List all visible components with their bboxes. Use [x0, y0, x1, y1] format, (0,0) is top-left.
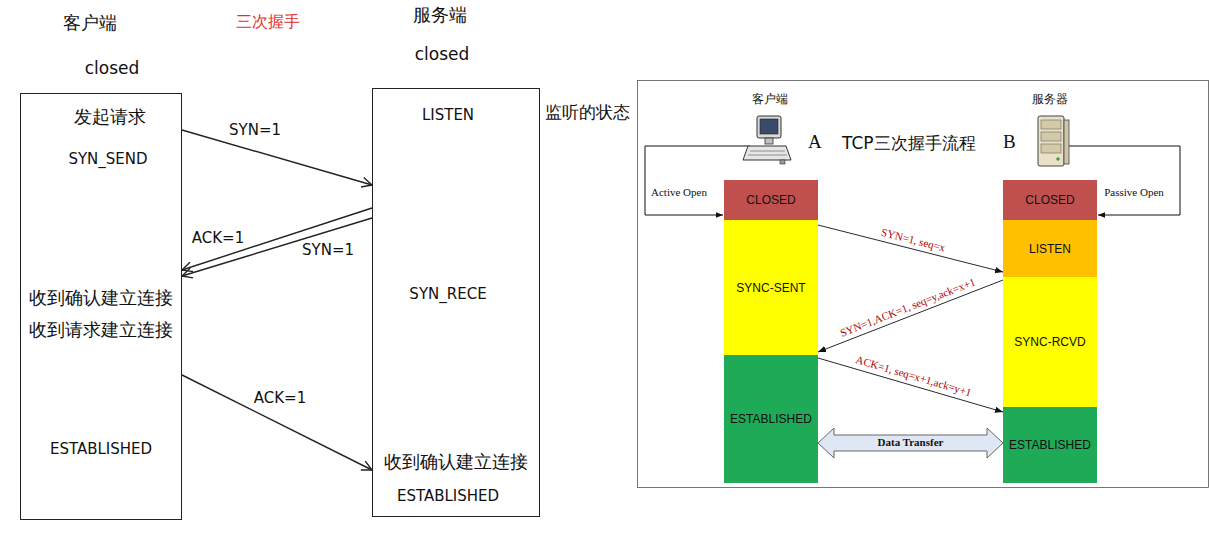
message-arrow: [818, 225, 1003, 272]
client-timeline: 客户端closed发起请求SYN_SEND收到确认建立连接收到请求建立连接EST…: [20, 93, 182, 520]
edge-label: SYN=1,ACK=1, seq=y,ack=x+1: [837, 275, 978, 340]
edge-label: SYN=1: [300, 241, 356, 259]
text-label: 服务器: [1032, 92, 1068, 106]
message-arrow: [818, 280, 1003, 352]
server-timeline: 服务端closedLISTENSYN_RECE收到确认建立连接ESTABLISH…: [372, 88, 540, 517]
state-band: ESTABLISHED: [724, 355, 818, 483]
state-text: 收到确认建立连接: [29, 287, 173, 310]
state-band: SYNC-SENT: [724, 220, 818, 355]
state-band: LISTEN: [1003, 220, 1097, 277]
diagram-frame: [638, 81, 1209, 488]
text-label: Active Open: [651, 186, 707, 199]
double-arrow: [818, 428, 1003, 458]
state-text: closed: [85, 58, 140, 79]
state-text: 收到请求建立连接: [29, 319, 173, 342]
text-label: B: [1003, 131, 1016, 154]
state-name: SYNC-RCVD: [1014, 335, 1085, 349]
edge-label: ACK=1: [190, 229, 246, 247]
state-text: closed: [415, 44, 470, 65]
state-name: ESTABLISHED: [730, 412, 812, 426]
state-band: ESTABLISHED: [1003, 407, 1097, 483]
state-text: 收到确认建立连接: [384, 451, 528, 474]
edge-label: SYN=1: [227, 121, 283, 139]
state-band: CLOSED: [724, 180, 818, 220]
edge-label: SYN=1, seq=x: [878, 225, 947, 254]
edge-label: ACK=1, seq=x+1,ack=y+1: [853, 353, 974, 400]
text-label: 客户端: [752, 92, 788, 106]
message-arrow: [182, 218, 372, 276]
state-band: SYNC-RCVD: [1003, 277, 1097, 407]
state-name: ESTABLISHED: [1009, 438, 1091, 452]
state-text: 客户端: [63, 12, 117, 35]
message-arrow: [818, 358, 1003, 412]
state-name: CLOSED: [746, 193, 795, 207]
state-name: CLOSED: [1025, 193, 1074, 207]
text-label: A: [808, 131, 822, 154]
state-text: ESTABLISHED: [50, 440, 152, 459]
state-band: CLOSED: [1003, 180, 1097, 220]
message-arrow: [182, 208, 372, 270]
edge-label: Data Transfer: [878, 436, 944, 449]
text-label: 监听的状态: [545, 102, 630, 122]
edge-label: ACK=1: [252, 389, 308, 407]
text-label: 三次握手: [236, 12, 300, 31]
text-label: Passive Open: [1104, 186, 1164, 199]
message-arrow: [182, 375, 372, 470]
state-text: SYN_SEND: [68, 150, 147, 169]
server-icon: [1038, 116, 1069, 166]
state-text: LISTEN: [422, 106, 474, 125]
state-text: 发起请求: [74, 106, 146, 129]
state-name: SYNC-SENT: [736, 281, 805, 295]
state-text: 服务端: [413, 4, 467, 27]
state-name: LISTEN: [1029, 242, 1071, 256]
state-text: ESTABLISHED: [397, 487, 499, 506]
text-label: TCP三次握手流程: [842, 133, 976, 153]
state-text: SYN_RECE: [409, 285, 486, 304]
computer-icon: [743, 116, 791, 164]
